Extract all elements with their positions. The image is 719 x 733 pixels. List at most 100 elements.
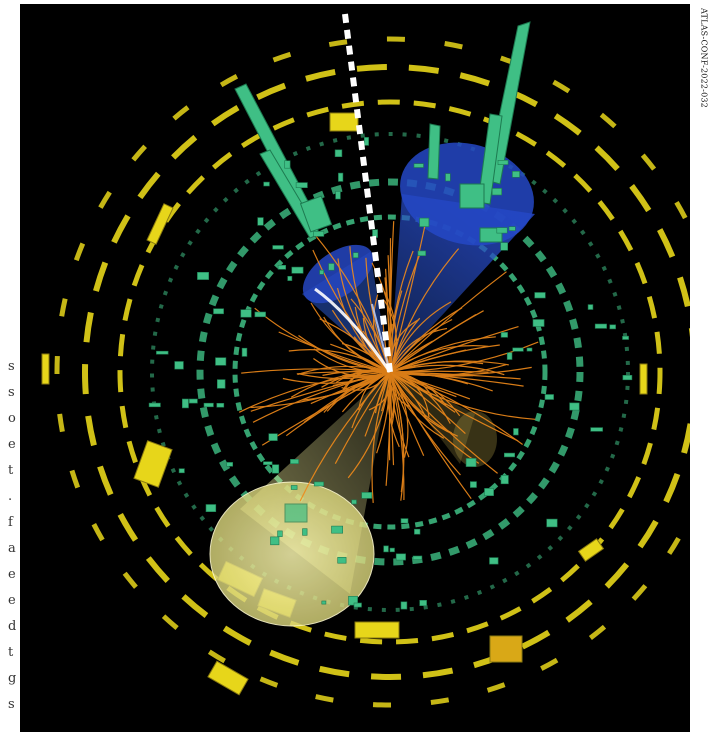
particle-track <box>389 226 426 373</box>
calorimeter-hit <box>313 481 325 487</box>
calorimeter-hit <box>334 149 343 158</box>
energy-deposit-towers <box>234 21 531 523</box>
calorimeter-hit <box>319 269 325 275</box>
calorimeter-hit <box>348 595 358 606</box>
calorimeter-hit <box>469 481 477 488</box>
particle-track <box>389 318 453 373</box>
missing-energy-line <box>342 13 393 373</box>
calorimeter-hit <box>500 475 509 485</box>
calorimeter-hit <box>295 182 308 189</box>
calorimeter-hit <box>532 319 545 327</box>
calorimeter-hit <box>217 379 226 389</box>
calorimeter-hit <box>500 332 508 338</box>
high-pt-track <box>314 287 392 373</box>
bright-track <box>371 303 391 373</box>
particle-track <box>389 371 461 417</box>
particle-track <box>288 349 391 373</box>
calorimeter-hit <box>216 402 225 408</box>
particle-track <box>389 250 414 373</box>
particle-track <box>389 371 498 474</box>
calorimeter-hit <box>182 398 189 409</box>
calorimeter-hit <box>215 357 227 366</box>
particle-track <box>371 371 391 503</box>
particle-track <box>389 371 445 439</box>
margin-text-fragment: g <box>8 671 17 686</box>
particle-track <box>389 371 427 418</box>
particle-track <box>331 309 391 373</box>
particle-track <box>385 371 391 486</box>
inner-calorimeter-hits <box>148 137 633 610</box>
margin-text-fragment: t <box>8 645 14 660</box>
particle-track <box>299 371 391 502</box>
reference-label: ATLAS-CONF-2022-032 <box>693 8 715 118</box>
calorimeter-hit <box>465 458 477 467</box>
particle-track <box>299 371 391 380</box>
calorimeter-hit <box>313 231 325 237</box>
particle-track <box>389 344 500 373</box>
calorimeter-hit <box>544 394 554 400</box>
calorimeter-hit <box>587 304 594 310</box>
calorimeter-hit <box>400 518 409 524</box>
particle-track <box>389 371 524 387</box>
margin-text-fragment: s <box>8 385 15 400</box>
particle-track <box>254 307 391 373</box>
calorimeter-hit <box>512 171 520 178</box>
calorimeter-hit <box>609 324 616 330</box>
calorimeter-hit <box>338 172 344 182</box>
particle-track <box>389 271 507 373</box>
margin-text-fragment: s <box>8 697 15 712</box>
calorimeter-hit <box>352 252 359 258</box>
calorimeter-hit <box>513 428 519 436</box>
calorimeter-hit <box>263 181 270 187</box>
calorimeter-hit <box>205 504 217 512</box>
calorimeter-hit <box>546 518 558 528</box>
margin-text-fragment: o <box>8 411 16 426</box>
calorimeter-hit <box>240 309 252 318</box>
calorimeter-hit <box>484 488 494 496</box>
calorimeter-hit <box>272 245 284 250</box>
calorimeter-hit <box>290 458 299 464</box>
calorimeter-hit <box>400 601 408 610</box>
calorimeter-hit <box>241 347 248 357</box>
calorimeter-hit <box>622 374 633 381</box>
margin-text-fragment: s <box>8 359 15 374</box>
calorimeter-hit <box>284 160 291 169</box>
calorimeter-hit <box>263 461 273 466</box>
calorimeter-hit <box>412 555 423 561</box>
calorimeter-hit <box>413 163 424 168</box>
calorimeter-hit <box>197 271 209 280</box>
yellow-jet-cone <box>209 372 390 627</box>
particle-track <box>296 371 391 375</box>
particle-track <box>381 371 391 412</box>
calorimeter-hit <box>491 188 503 196</box>
calorimeter-hit <box>361 492 373 499</box>
particle-track <box>389 370 489 373</box>
calorimeter-hit <box>414 528 421 535</box>
calorimeter-hit <box>417 250 426 256</box>
calorimeter-hit <box>226 462 233 467</box>
calorimeter-hit <box>526 347 533 352</box>
particle-track <box>336 287 391 373</box>
particle-track <box>389 326 519 373</box>
particle-track <box>389 336 496 373</box>
margin-text-fragment: e <box>8 437 16 452</box>
margin-text-fragment: f <box>8 515 13 530</box>
particle-track <box>389 250 422 373</box>
particle-track <box>389 371 466 435</box>
calorimeter-hit <box>503 452 515 458</box>
reference-label-text: ATLAS-CONF-2022-032 <box>699 8 709 108</box>
calorimeter-hit <box>148 402 161 408</box>
calorimeter-hit <box>353 602 362 608</box>
calorimeter-hit <box>335 191 341 200</box>
calorimeter-rings <box>54 36 690 708</box>
calorimeter-hit <box>395 553 406 561</box>
particle-track <box>334 371 391 464</box>
calorimeter-hit <box>500 242 509 251</box>
calorimeter-hit <box>622 335 629 340</box>
calorimeter-hit <box>270 536 280 546</box>
calorimeter-hit <box>302 528 308 536</box>
calorimeter-hit <box>569 402 580 411</box>
particle-track <box>310 302 391 373</box>
particle-track <box>238 371 391 413</box>
calorimeter-hit <box>290 485 298 490</box>
